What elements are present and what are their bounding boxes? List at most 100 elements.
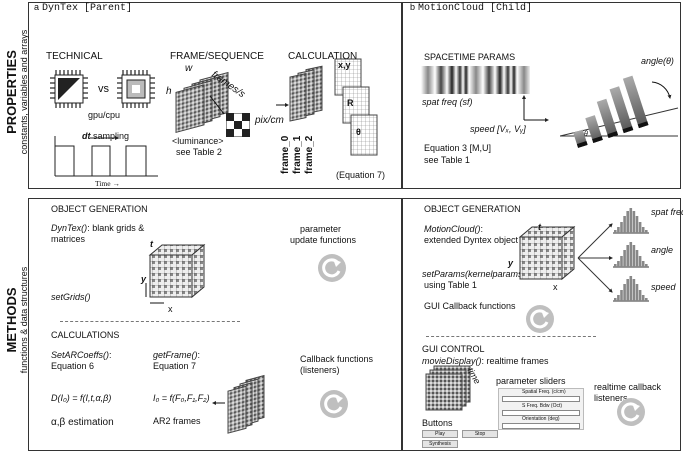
cube-axis-t-right: t — [538, 222, 541, 232]
frame-2-label: frame_2 — [304, 135, 315, 174]
equation-3-label: Equation 3 [M,U] — [424, 143, 492, 153]
histogram-bar — [638, 256, 642, 267]
spacetime-title: SPACETIME PARAMS — [424, 52, 516, 62]
set-ar-coeffs: SetARCoeffs(): — [51, 350, 112, 360]
cube-axis-t-left: t — [150, 239, 153, 249]
histogram-bar — [617, 295, 620, 301]
time-axis-label: Time → — [95, 179, 120, 188]
using-table-1-label: using Table 1 — [424, 280, 477, 290]
slider-orientation[interactable] — [502, 423, 580, 429]
divider-left — [60, 321, 240, 322]
object-generation-title-left: OBJECT GENERATION — [51, 204, 148, 214]
cube-axis-x-left: x — [168, 304, 173, 314]
realtime-refresh-icon[interactable] — [617, 398, 645, 426]
r-label: R — [347, 98, 354, 108]
histogram-bar — [617, 227, 620, 233]
left-panel-letter: a — [34, 2, 40, 12]
get-frame-colon: : — [197, 350, 201, 360]
movie-display: movieDisplay(): realtime frames — [422, 356, 549, 366]
checkerboard-icon — [226, 113, 250, 137]
histogram-bar — [620, 256, 623, 267]
histogram-bar — [638, 222, 642, 233]
get-frame: getFrame(): — [153, 350, 200, 360]
synthesis-button[interactable]: Synthesis — [422, 440, 458, 448]
refresh-icon[interactable] — [318, 254, 346, 282]
see-table-2-label: see Table 2 — [176, 147, 222, 157]
histogram-bar — [641, 295, 645, 301]
object-generation-title-right: OBJECT GENERATION — [424, 204, 521, 214]
right-panel-title: MotionCloud [Child] — [418, 3, 533, 14]
frame-1-label: frame_1 — [292, 135, 303, 174]
motioncloud-fn: MotionCloud() — [424, 224, 481, 234]
angle-bars-graphic — [560, 75, 679, 148]
ar2-frames-label: AR2 frames — [153, 416, 201, 426]
methods-label: METHODS — [4, 287, 19, 353]
xy-label: x,y — [338, 60, 351, 70]
get-frame-fn: getFrame() — [153, 350, 198, 360]
histogram-bar — [638, 290, 642, 301]
vs-label: vs — [98, 83, 109, 95]
histogram-bar — [626, 211, 629, 233]
gui-refresh-icon[interactable] — [526, 305, 554, 333]
grid-cube-right — [518, 225, 576, 281]
gui-callback-label: GUI Callback functions — [424, 301, 516, 311]
histogram-bar — [632, 279, 636, 301]
calc-frame-labels: frame_0 frame_1 frame_2 — [280, 136, 316, 174]
w-label: w — [185, 63, 193, 74]
calc-equation-label: (Equation 7) — [336, 170, 386, 180]
histogram-bar — [632, 211, 636, 233]
calculation-title: CALCULATION — [288, 51, 358, 62]
dyntex-desc-text: : blank grids & — [87, 223, 145, 233]
gpu-cpu-label: gpu/cpu — [88, 110, 121, 120]
cube-axis-x-right: x — [553, 282, 558, 292]
theta-label: θ — [356, 127, 361, 137]
calc-grids-graphic — [334, 58, 378, 156]
set-params-label: setParams(kernelparams) — [422, 269, 526, 279]
stop-button[interactable]: Stop — [462, 430, 498, 438]
chip-icon — [50, 70, 88, 108]
calculations-title: CALCULATIONS — [51, 330, 120, 340]
histogram-bar — [645, 264, 648, 267]
hist-label-spat-freq: spat freq — [651, 207, 683, 217]
slider-spatial-freq[interactable] — [502, 396, 580, 402]
methods-sublabel: functions & data structures — [19, 266, 29, 374]
histogram-speed — [613, 276, 649, 302]
motioncloud-desc: MotionCloud(): — [424, 224, 483, 234]
histogram-bar — [614, 230, 617, 233]
callback-functions-label: Callback functions — [300, 354, 374, 364]
alpha-beta-label: α,β estimation — [51, 417, 114, 428]
methods-left-box — [28, 198, 402, 451]
h-label: h — [166, 86, 172, 97]
slider-label-spatial-freq: Spatial Freq. (c/cm) — [522, 389, 566, 395]
motioncloud-colon: : — [480, 224, 484, 234]
speed-axes — [522, 95, 549, 122]
properties-left-box — [28, 2, 402, 189]
histogram-bar — [635, 250, 639, 267]
callback-refresh-icon[interactable] — [320, 390, 348, 418]
set-grids-label: setGrids() — [51, 292, 91, 302]
histogram-bar — [623, 250, 626, 267]
cube-axis-y-left: y — [141, 274, 147, 284]
buttons-label: Buttons — [422, 418, 453, 428]
frame-sequence-title: FRAME/SEQUENCE — [170, 51, 264, 62]
slider-sfreq-bdw[interactable] — [502, 410, 580, 416]
equation-7-label: Equation 7 — [153, 361, 197, 371]
histogram-bar — [614, 298, 617, 301]
technical-title: TECHNICAL — [46, 51, 103, 62]
movie-display-fn: movieDisplay() — [422, 356, 482, 366]
param-update-label2: update functions — [290, 235, 357, 245]
histogram-spat-freq — [613, 208, 649, 234]
properties-right-box — [402, 2, 681, 189]
histogram-bar — [626, 245, 629, 267]
d-formula: D(I₀) = f(I,t,α,β) — [51, 393, 112, 403]
divider-right — [426, 336, 596, 337]
hist-label-angle: angle — [651, 245, 674, 255]
spatial-frequency-gradient — [421, 66, 530, 94]
methods-right-box — [402, 198, 681, 451]
hist-label-speed: speed — [651, 282, 676, 292]
play-button[interactable]: Play — [422, 430, 458, 438]
cpu-icon — [117, 70, 155, 108]
histogram-bar — [629, 208, 633, 233]
histogram-bar — [623, 216, 626, 233]
